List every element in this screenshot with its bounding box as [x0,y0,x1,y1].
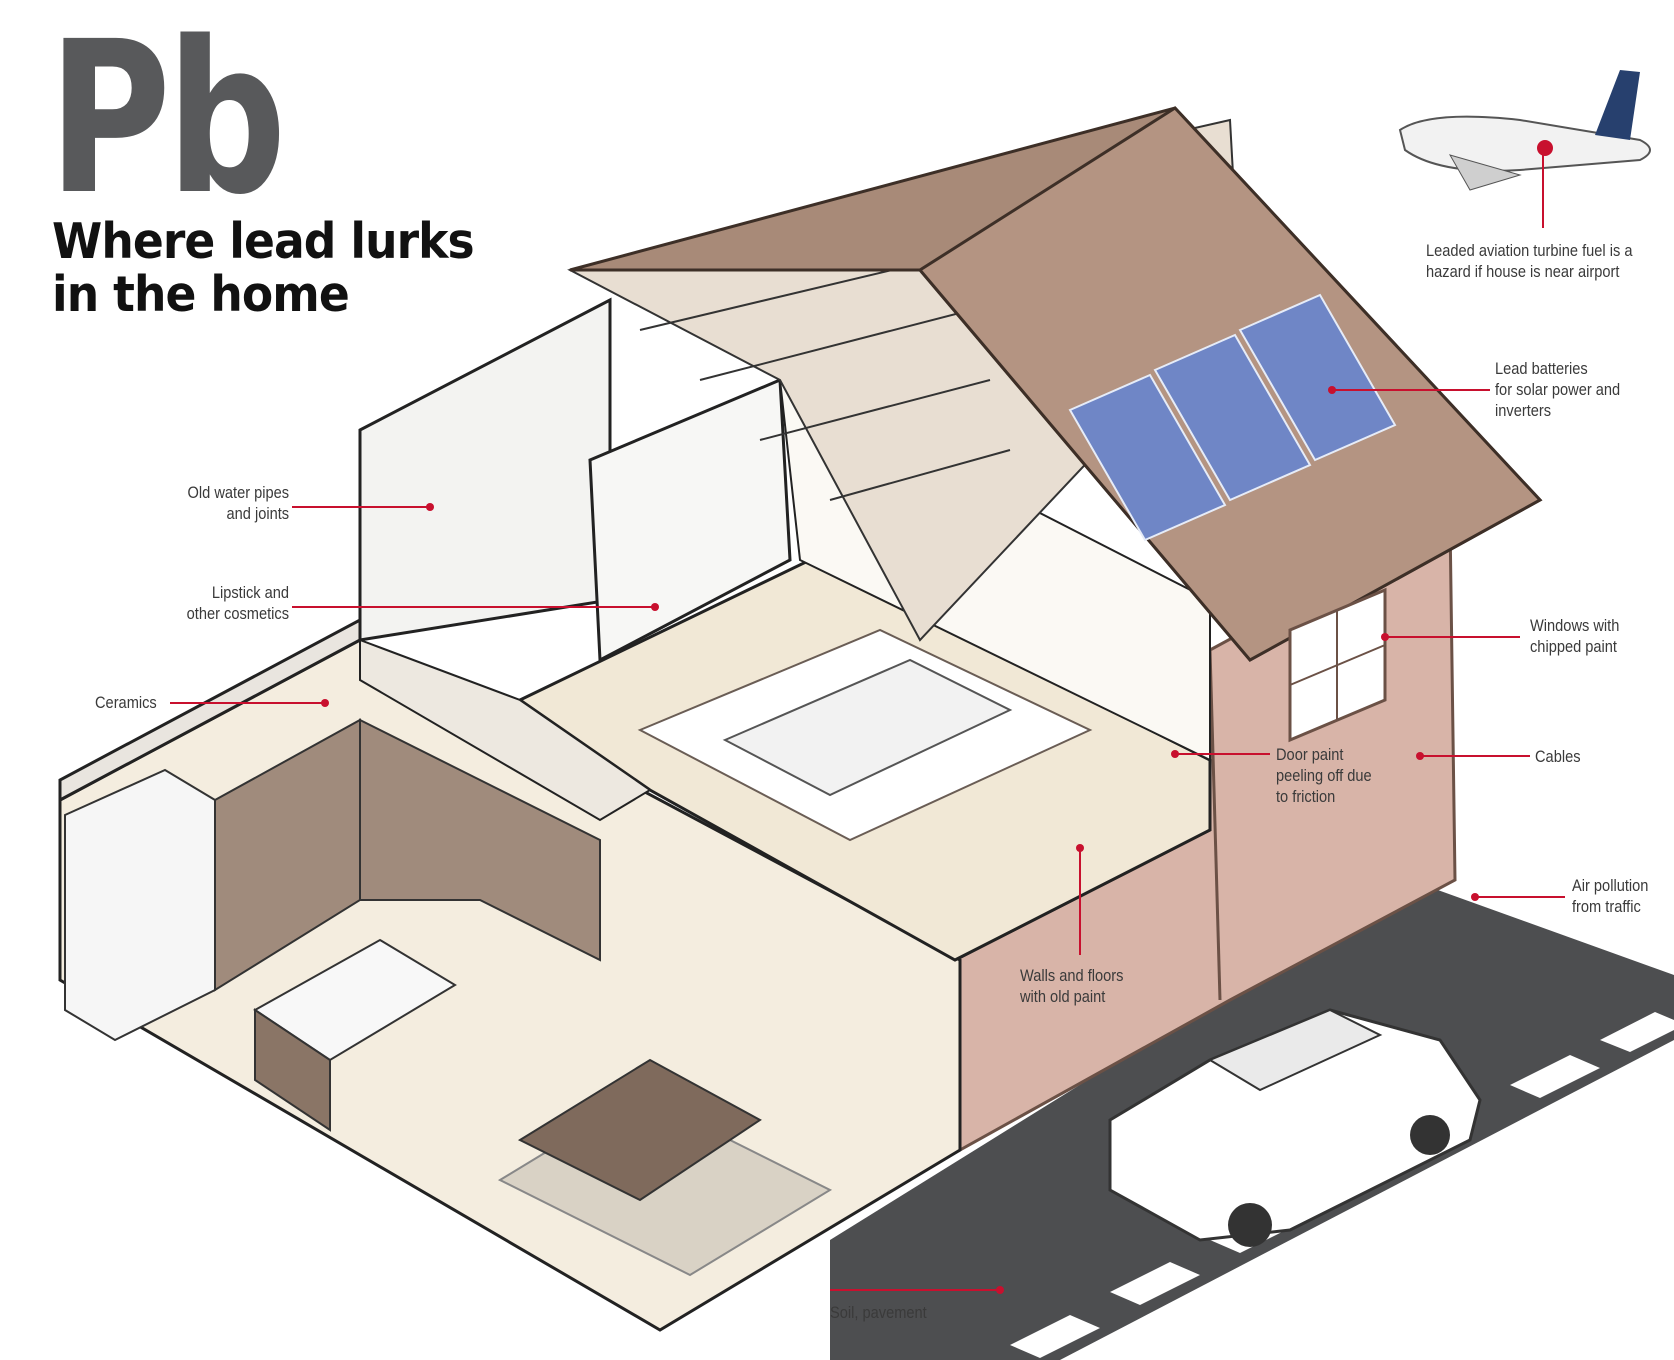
callout-cosmetics: Lipstick and other cosmetics [186,583,289,623]
kitchen-furniture [64,718,601,1132]
airplane [1398,70,1651,191]
element-symbol: Pb [48,0,287,241]
title-line-1: Where lead lurks [52,213,475,270]
callout-walls-floors: Walls and floors with old paint [1020,966,1124,1006]
callout-solar-batteries: Lead batteries for solar power and inver… [1495,359,1621,420]
title-line-2: in the home [52,266,350,323]
callout-lines [170,150,1565,1291]
callout-ceramics: Ceramics [95,693,157,712]
callout-cables: Cables [1535,747,1581,766]
callout-windows: Windows with chipped paint [1530,616,1620,656]
callout-airport-fuel: Leaded aviation turbine fuel is a hazard… [1426,241,1633,281]
callout-water-pipes: Old water pipes and joints [187,483,289,523]
solar-panels [1068,293,1397,542]
car [1108,1008,1482,1247]
callout-door-paint: Door paint peeling off due to friction [1276,745,1372,806]
callout-soil: Soil, pavement [830,1303,927,1322]
dining-table [497,1058,833,1277]
callout-air-pollution: Air pollution from traffic [1572,876,1649,916]
bed [637,628,1093,842]
bathroom-wall [358,297,612,642]
page-title: Where lead lurks in the home [52,213,475,323]
window [1288,587,1387,743]
